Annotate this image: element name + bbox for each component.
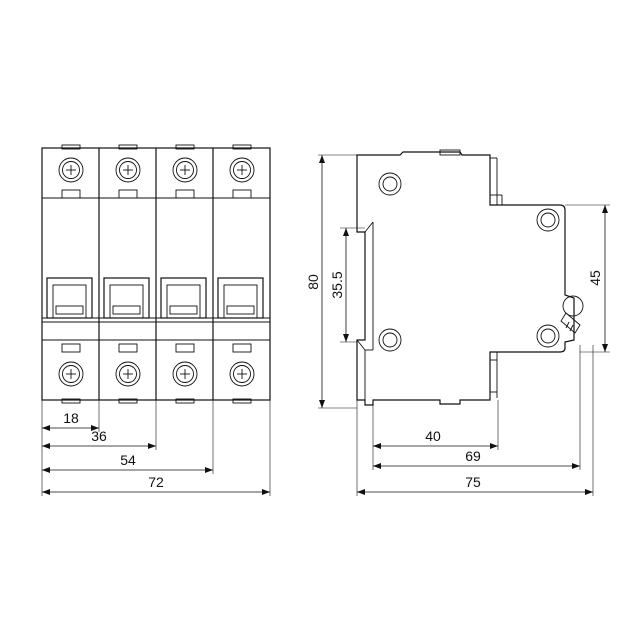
terminal-screw-icon xyxy=(229,361,255,387)
side-depth-dimensions: 40 69 75 xyxy=(356,345,594,496)
dimension-label-69: 69 xyxy=(465,448,481,464)
dimension-label-80: 80 xyxy=(305,274,321,290)
terminal-screw-icon xyxy=(229,157,255,183)
terminal-screw-icon xyxy=(115,157,141,183)
toggle-lever-icon xyxy=(160,277,207,319)
terminal-screw-icon xyxy=(58,361,84,387)
terminal-screw-icon xyxy=(115,361,141,387)
front-view: 18 36 54 72 xyxy=(41,144,271,496)
dimension-label-75: 75 xyxy=(465,474,481,490)
dimension-label-18: 18 xyxy=(63,410,79,426)
side-screw-icon xyxy=(536,208,560,232)
terminal-screw-icon xyxy=(172,361,198,387)
toggle-lever-icon xyxy=(46,277,93,319)
pole-dividers xyxy=(98,148,214,400)
terminal-screw-icon xyxy=(172,157,198,183)
terminal-screw-icon xyxy=(58,157,84,183)
dimension-label-72: 72 xyxy=(148,474,164,490)
side-screw-icon xyxy=(378,328,402,352)
dimension-label-54: 54 xyxy=(120,452,136,468)
bottom-terminal-screws xyxy=(58,343,255,404)
side-body-outline xyxy=(356,151,575,406)
dimension-label-40: 40 xyxy=(425,428,441,444)
side-height-dimensions: 80 35.5 45 xyxy=(305,154,610,409)
toggle-lever-icon xyxy=(103,277,150,319)
side-toggle-lever-icon xyxy=(560,295,584,334)
front-width-dimensions: 18 36 54 72 xyxy=(41,400,271,496)
dimension-label-35-5: 35.5 xyxy=(329,271,345,298)
side-screw-icon xyxy=(378,172,402,196)
side-view: 80 35.5 45 xyxy=(305,149,610,496)
side-screw-icon xyxy=(536,324,560,348)
dimension-label-45: 45 xyxy=(587,270,603,286)
top-terminal-screws xyxy=(58,144,255,199)
toggle-lever-icon xyxy=(217,277,264,319)
toggle-levers xyxy=(46,277,264,319)
dimension-label-36: 36 xyxy=(91,428,107,444)
